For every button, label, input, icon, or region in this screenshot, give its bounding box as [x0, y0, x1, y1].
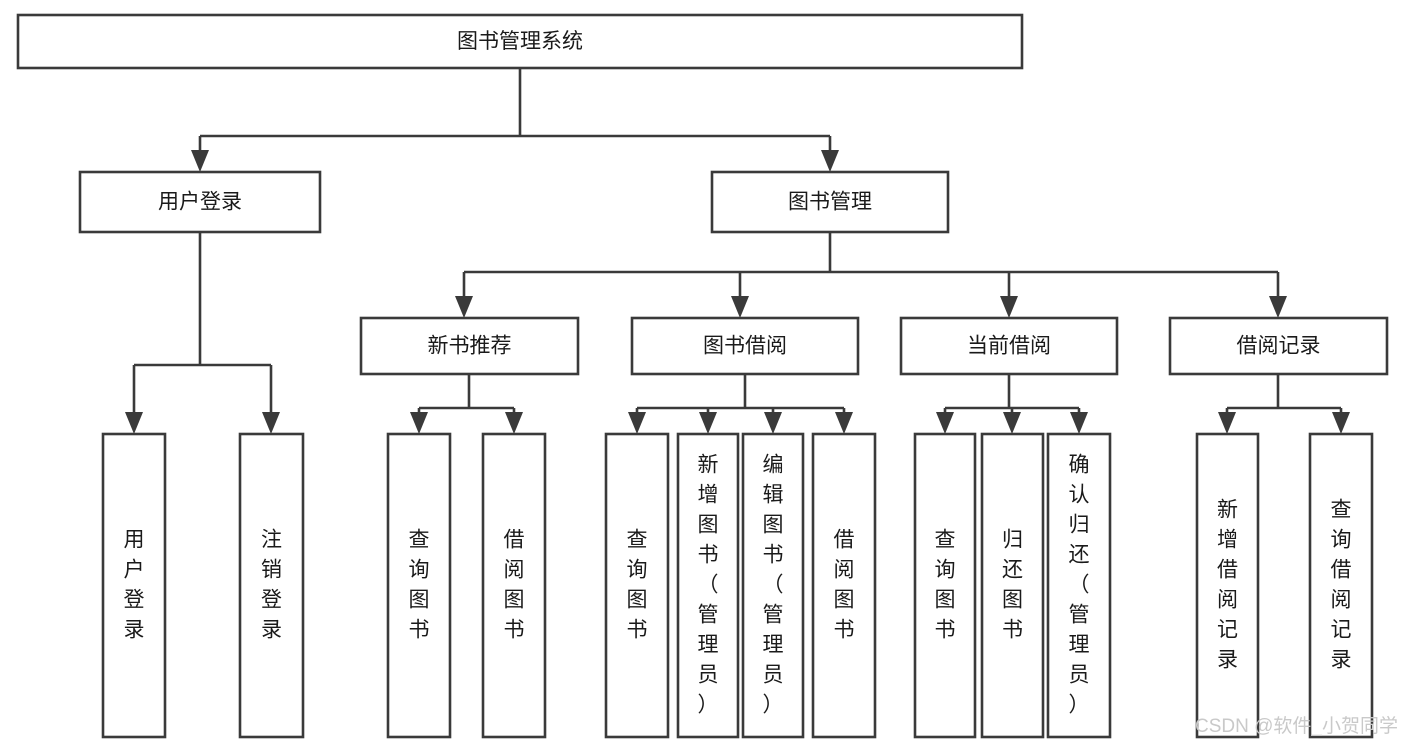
arrowhead-icon [410, 412, 428, 434]
node-label-leaf-add-borrow-record: 新增借阅记录 [1217, 498, 1238, 671]
node-borrow-record[interactable]: 借阅记录 [1168, 316, 1389, 376]
node-label-leaf-query-book-rec: 查询图书 [409, 528, 430, 641]
node-label-book-borrow: 图书借阅 [703, 335, 787, 358]
arrowhead-icon [505, 412, 523, 434]
node-box-book-manage[interactable] [710, 170, 950, 234]
node-label-user-login: 用户登录 [158, 191, 242, 214]
node-label-leaf-query-book-borrow: 查询图书 [627, 528, 648, 641]
node-leaf-borrow-book-rec[interactable]: 借阅图书 [481, 432, 547, 739]
node-box-leaf-return-book[interactable] [980, 432, 1045, 739]
node-box-leaf-query-book-rec[interactable] [386, 432, 452, 739]
connector-layer [125, 68, 1350, 434]
arrowhead-icon [1269, 296, 1287, 318]
conn-root-to-l1 [191, 68, 839, 172]
node-book-manage[interactable]: 图书管理 [710, 170, 950, 234]
node-layer: 图书管理系统用户登录图书管理新书推荐图书借阅当前借阅借阅记录用户登录注销登录查询… [16, 13, 1389, 739]
conn-current-to-leaves [936, 374, 1088, 434]
csdn-watermark: CSDN @软件_小贺同学 [1195, 715, 1398, 737]
node-leaf-borrow-book[interactable]: 借阅图书 [811, 432, 877, 739]
node-book-borrow[interactable]: 图书借阅 [630, 316, 860, 376]
arrowhead-icon [835, 412, 853, 434]
arrowhead-icon [191, 150, 209, 172]
node-label-new-book-recommend: 新书推荐 [428, 335, 512, 358]
node-label-book-manage: 图书管理 [788, 191, 872, 214]
node-label-leaf-borrow-book: 借阅图书 [834, 528, 855, 641]
arrowhead-icon [125, 412, 143, 434]
conn-record-to-leaves [1218, 374, 1350, 434]
conn-book-manage-to-l2 [455, 232, 1287, 318]
node-label-current-borrow: 当前借阅 [967, 335, 1051, 358]
arrowhead-icon [731, 296, 749, 318]
node-box-leaf-edit-book-admin[interactable] [741, 432, 805, 739]
arrowhead-icon [936, 412, 954, 434]
node-leaf-add-book-admin[interactable]: 新增图书（管理员） [676, 432, 740, 739]
node-box-current-borrow[interactable] [899, 316, 1119, 376]
watermark-layer: CSDN @软件_小贺同学 [1195, 715, 1398, 737]
node-leaf-edit-book-admin[interactable]: 编辑图书（管理员） [741, 432, 805, 739]
arrowhead-icon [262, 412, 280, 434]
node-box-user-login[interactable] [78, 170, 322, 234]
node-box-leaf-borrow-book[interactable] [811, 432, 877, 739]
node-label-leaf-confirm-return-admin: 确认归还（管理员） [1069, 453, 1090, 716]
node-label-leaf-query-borrow-record: 查询借阅记录 [1331, 498, 1352, 671]
node-current-borrow[interactable]: 当前借阅 [899, 316, 1119, 376]
arrowhead-icon [1070, 412, 1088, 434]
node-box-leaf-query-book-borrow[interactable] [604, 432, 670, 739]
node-box-leaf-user-login[interactable] [101, 432, 167, 739]
arrowhead-icon [1218, 412, 1236, 434]
node-label-borrow-record: 借阅记录 [1237, 335, 1321, 358]
arrowhead-icon [699, 412, 717, 434]
node-leaf-query-book-current[interactable]: 查询图书 [913, 432, 977, 739]
conn-user-login-to-leaves [125, 232, 280, 434]
node-leaf-query-borrow-record[interactable]: 查询借阅记录 [1308, 432, 1374, 739]
node-leaf-logout-login[interactable]: 注销登录 [238, 432, 305, 739]
node-box-book-borrow[interactable] [630, 316, 860, 376]
node-leaf-add-borrow-record[interactable]: 新增借阅记录 [1195, 432, 1260, 739]
node-label-root: 图书管理系统 [457, 30, 583, 53]
arrowhead-icon [1332, 412, 1350, 434]
node-label-leaf-return-book: 归还图书 [1002, 528, 1023, 641]
node-user-login[interactable]: 用户登录 [78, 170, 322, 234]
node-box-borrow-record[interactable] [1168, 316, 1389, 376]
node-box-leaf-add-borrow-record[interactable] [1195, 432, 1260, 739]
node-leaf-return-book[interactable]: 归还图书 [980, 432, 1045, 739]
node-label-leaf-borrow-book-rec: 借阅图书 [504, 528, 525, 641]
node-leaf-confirm-return-admin[interactable]: 确认归还（管理员） [1046, 432, 1112, 739]
node-box-leaf-query-book-current[interactable] [913, 432, 977, 739]
arrowhead-icon [628, 412, 646, 434]
arrowhead-icon [455, 296, 473, 318]
node-box-leaf-query-borrow-record[interactable] [1308, 432, 1374, 739]
node-leaf-user-login[interactable]: 用户登录 [101, 432, 167, 739]
node-leaf-query-book-rec[interactable]: 查询图书 [386, 432, 452, 739]
node-new-book-recommend[interactable]: 新书推荐 [359, 316, 580, 376]
node-box-leaf-add-book-admin[interactable] [676, 432, 740, 739]
node-leaf-query-book-borrow[interactable]: 查询图书 [604, 432, 670, 739]
node-box-leaf-confirm-return-admin[interactable] [1046, 432, 1112, 739]
node-label-leaf-edit-book-admin: 编辑图书（管理员） [763, 453, 784, 716]
node-label-leaf-add-book-admin: 新增图书（管理员） [698, 453, 719, 716]
arrowhead-icon [821, 150, 839, 172]
node-label-leaf-logout-login: 注销登录 [261, 528, 282, 641]
node-label-leaf-user-login: 用户登录 [124, 528, 145, 641]
node-box-root[interactable] [16, 13, 1024, 70]
arrowhead-icon [764, 412, 782, 434]
arrowhead-icon [1000, 296, 1018, 318]
node-box-leaf-logout-login[interactable] [238, 432, 305, 739]
node-box-leaf-borrow-book-rec[interactable] [481, 432, 547, 739]
node-box-new-book-recommend[interactable] [359, 316, 580, 376]
node-root[interactable]: 图书管理系统 [16, 13, 1024, 70]
node-label-leaf-query-book-current: 查询图书 [935, 528, 956, 641]
conn-recommend-to-leaves [410, 374, 523, 434]
conn-borrow-to-leaves [628, 374, 853, 434]
arrowhead-icon [1003, 412, 1021, 434]
